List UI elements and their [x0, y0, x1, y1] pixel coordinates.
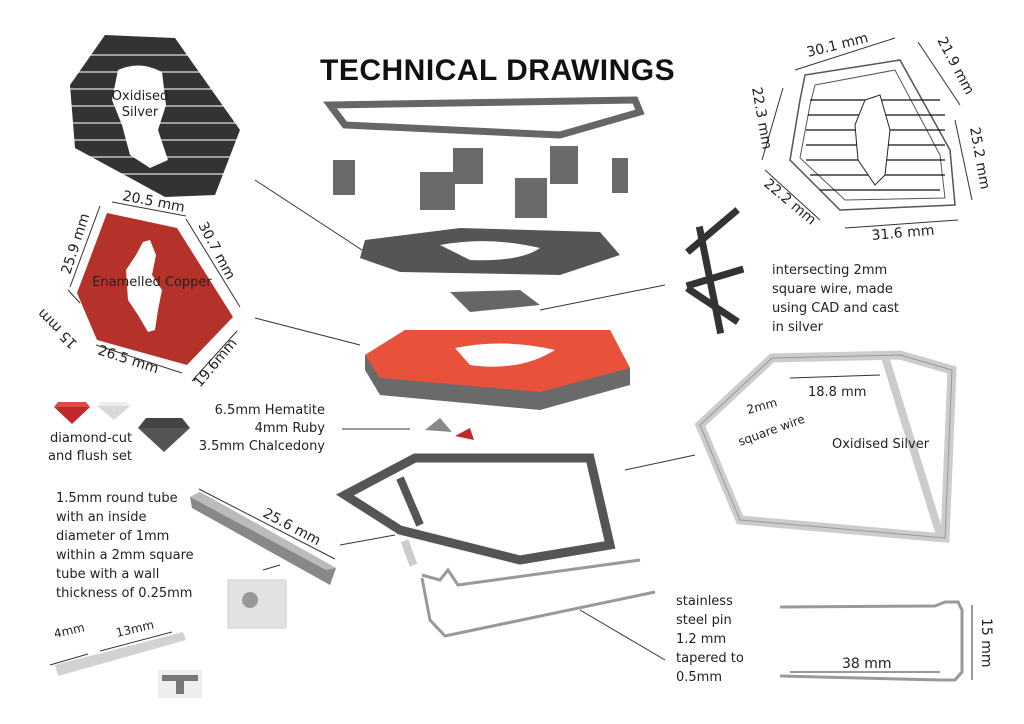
- exploded-view: [323, 96, 656, 638]
- brick-dim-top-right: 21.9 mm: [933, 34, 977, 97]
- brick-line-drawing: 30.1 mm 21.9 mm 25.2 mm 31.6 mm 22.2 mm …: [748, 30, 993, 244]
- brick-dim-bottom: 31.6 mm: [871, 223, 935, 244]
- wire-text-3: using CAD and cast: [772, 301, 899, 316]
- brick-dim-left: 22.3 mm: [748, 86, 775, 151]
- tube-detail: 1.5mm round tube with an inside diameter…: [49, 488, 336, 698]
- tube-text-3: diameter of 1mm: [56, 529, 169, 544]
- tube-text-4: within a 2mm square: [56, 548, 194, 563]
- page-title: TECHNICAL DRAWINGS: [320, 54, 675, 87]
- chalcedony-gem-icon: [97, 406, 130, 420]
- enamelled-copper-plate: Enamelled Copper 20.5 mm 30.7 mm 19.6mm …: [34, 188, 240, 390]
- ruby-gem-icon: [54, 407, 90, 424]
- silver-label-line2: Silver: [122, 105, 159, 120]
- frame-label: Oxidised Silver: [832, 437, 930, 452]
- intersecting-wire: [685, 207, 745, 335]
- frame-wire-label-1: 2mm: [745, 395, 779, 417]
- tube-dim-4mm: 4mm: [53, 620, 86, 641]
- gemstones: diamond-cut and flush set 6.5mm Hematite…: [48, 402, 410, 464]
- pin-length-dim: 38 mm: [842, 656, 892, 672]
- pin-drawing: 38 mm 15 mm: [779, 600, 994, 682]
- pin-text-3: 1.2 mm: [676, 632, 726, 647]
- stone-chalcedony: 3.5mm Chalcedony: [199, 439, 326, 454]
- pin-text-1: stainless: [676, 594, 733, 609]
- copper-dim-left-bottom: 15 mm: [34, 305, 80, 351]
- stones-caption-line2: and flush set: [48, 449, 132, 464]
- silver-label-line1: Oxidised: [112, 89, 168, 104]
- brick-dim-right: 25.2 mm: [966, 126, 993, 191]
- tube-text-2: with an inside: [56, 510, 147, 525]
- pin-text-4: tapered to: [676, 651, 744, 666]
- tube-text-6: thickness of 0.25mm: [56, 586, 192, 601]
- tube-text-1: 1.5mm round tube: [56, 491, 178, 506]
- leader-lines: [254, 179, 696, 661]
- oxidised-silver-plate: Oxidised Silver: [70, 35, 240, 197]
- stone-ruby: 4mm Ruby: [255, 421, 326, 436]
- copper-label: Enamelled Copper: [92, 275, 212, 290]
- frame-wire-label-2: square wire: [736, 412, 806, 449]
- tube-text-5: tube with a wall: [56, 567, 159, 582]
- wire-text-1: intersecting 2mm: [772, 263, 887, 278]
- stone-hematite: 6.5mm Hematite: [215, 403, 325, 418]
- pin-height-dim: 15 mm: [978, 618, 994, 668]
- stones-caption-line1: diamond-cut: [50, 431, 132, 446]
- silver-wire-frame: 18.8 mm 2mm square wire Oxidised Silver: [694, 350, 957, 543]
- brick-dim-bottom-left: 22.2 mm: [760, 176, 818, 229]
- frame-dim: 18.8 mm: [808, 385, 866, 400]
- tube-dim-13mm: 13mm: [115, 618, 156, 640]
- pin-text-2: steel pin: [676, 613, 732, 628]
- wire-text-2: square wire, made: [772, 282, 893, 297]
- hematite-gem-icon: [138, 428, 190, 452]
- wire-text-4: in silver: [772, 320, 824, 335]
- pin-text-5: 0.5mm: [676, 670, 722, 685]
